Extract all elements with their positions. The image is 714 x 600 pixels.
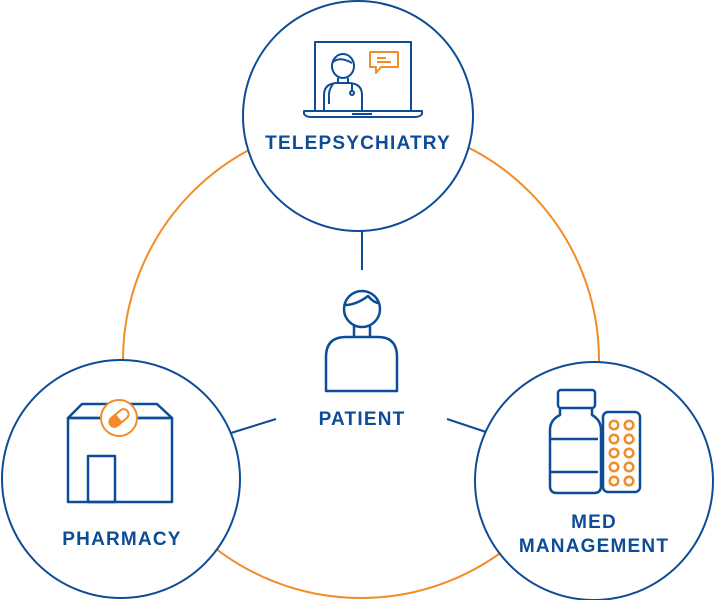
blister-pill xyxy=(608,419,620,431)
spoke-right xyxy=(446,418,487,433)
blister-pill xyxy=(623,475,635,487)
pill-bottle-icon xyxy=(548,388,642,495)
node-pharmacy-label: PHARMACY xyxy=(62,529,182,550)
node-pharmacy-circle xyxy=(1,359,241,599)
blister-pill xyxy=(608,447,620,459)
blister-pill xyxy=(608,433,620,445)
node-med-management-circle xyxy=(474,361,714,600)
node-telepsychiatry-label: TELEPSYCHIATRY xyxy=(265,133,451,154)
node-med-management-label-line2: MANAGEMENT xyxy=(518,536,670,557)
center-patient-label: PATIENT xyxy=(318,409,406,430)
blister-pill xyxy=(608,475,620,487)
blister-pill xyxy=(623,419,635,431)
blister-pill xyxy=(623,447,635,459)
node-med-management-label-line1: MED xyxy=(571,512,617,533)
chat-bubble-icon xyxy=(369,51,399,74)
person-icon xyxy=(324,289,399,393)
blister-pill xyxy=(623,461,635,473)
pill-capsule-icon xyxy=(100,399,138,437)
laptop-doctor-icon xyxy=(303,41,423,118)
blister-pill xyxy=(608,461,620,473)
spoke-left xyxy=(230,418,277,434)
blister-pill xyxy=(623,433,635,445)
blister-pack-icon xyxy=(608,419,635,487)
